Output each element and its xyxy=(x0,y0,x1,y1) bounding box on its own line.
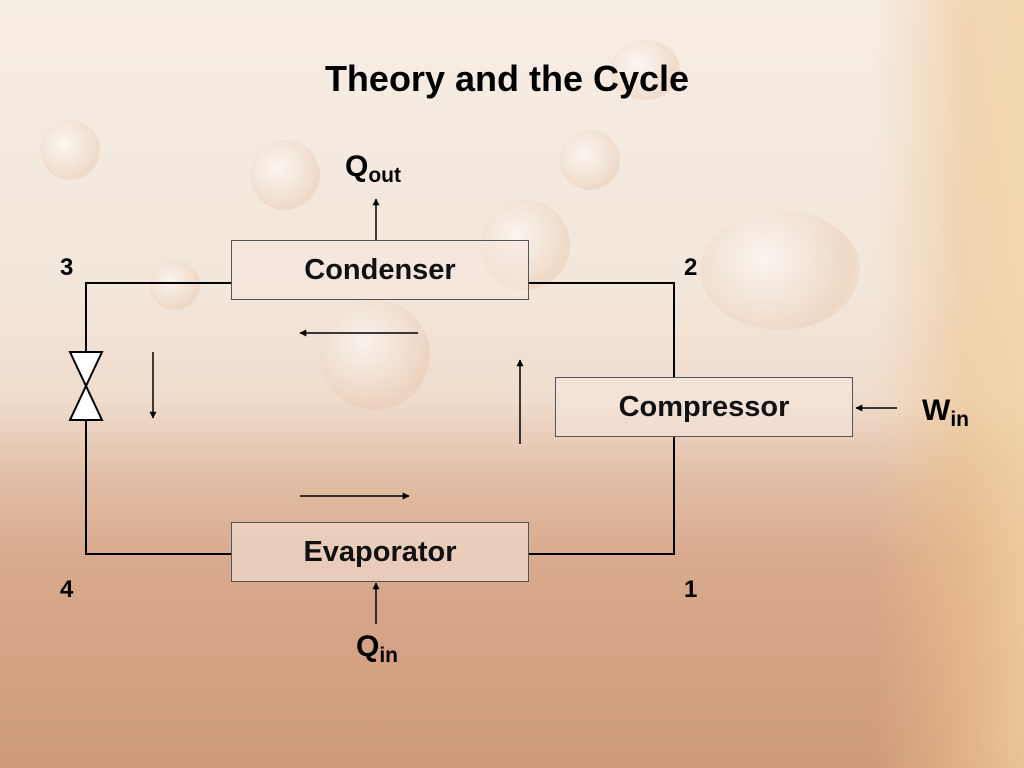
evaporator-box: Evaporator xyxy=(231,522,529,582)
foam-bubble xyxy=(610,40,680,100)
q-out-label: Qout xyxy=(345,150,401,188)
background-glass-edge xyxy=(874,0,1024,768)
state-2-label: 2 xyxy=(684,254,698,281)
q-out-symbol: Q xyxy=(345,150,369,183)
foam-bubble xyxy=(150,260,200,310)
compressor-box: Compressor xyxy=(555,377,853,437)
foam-bubble xyxy=(700,210,860,330)
w-in-subscript: in xyxy=(950,408,969,431)
w-in-label: Win xyxy=(922,394,969,432)
pipe-evaporator-to-1 xyxy=(529,437,675,555)
foam-bubble xyxy=(40,120,100,180)
q-in-symbol: Q xyxy=(356,630,380,663)
energy-arrows xyxy=(372,198,897,624)
condenser-box: Condenser xyxy=(231,240,529,300)
flow-arrows xyxy=(149,329,524,500)
q-in-subscript: in xyxy=(379,644,399,667)
state-4-label: 4 xyxy=(60,576,74,603)
q-out-subscript: out xyxy=(368,164,401,187)
pipe-compressor-to-2 xyxy=(529,282,675,377)
q-in-label: Qin xyxy=(356,630,398,668)
foam-bubble xyxy=(560,130,620,190)
foam-bubble xyxy=(250,140,320,210)
pipe-3-to-condenser xyxy=(85,282,231,352)
state-3-label: 3 xyxy=(60,254,74,281)
state-1-label: 1 xyxy=(684,576,698,603)
pipe-valve-to-4 xyxy=(85,420,231,555)
cycle-loop xyxy=(85,282,675,555)
expansion-valve-icon xyxy=(68,351,104,421)
slide-title: Theory and the Cycle xyxy=(324,58,690,99)
foam-bubble xyxy=(320,300,430,410)
w-in-symbol: W xyxy=(922,394,951,427)
